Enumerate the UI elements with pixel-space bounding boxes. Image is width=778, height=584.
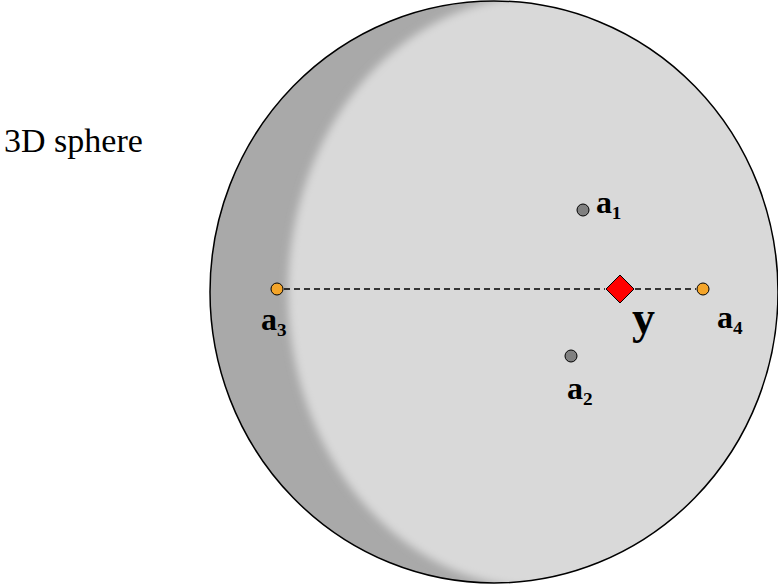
point-label: a₄ — [717, 301, 743, 333]
point-dot: a₃ — [270, 282, 284, 296]
point-label: a₁ — [596, 186, 622, 218]
point-dot: a₂ — [564, 349, 578, 363]
point-label: a₃ — [261, 303, 287, 335]
point-label: y — [632, 295, 655, 341]
point-dot: a₄ — [696, 282, 710, 296]
diamond-marker — [606, 275, 634, 303]
dot-marker — [697, 283, 709, 295]
point-label: a₂ — [567, 372, 593, 404]
dot-marker — [271, 283, 283, 295]
dashed-connector — [635, 288, 696, 289]
point-diamond: y — [605, 274, 635, 304]
point-shape — [696, 282, 710, 296]
dashed-connector — [284, 288, 605, 289]
point-shape — [564, 349, 578, 363]
dot-marker — [577, 204, 589, 216]
sphere-outline — [210, 1, 778, 583]
point-shape — [270, 282, 284, 296]
point-shape — [605, 274, 635, 304]
figure-label: 3D sphere — [4, 124, 143, 158]
point-dot: a₁ — [576, 203, 590, 217]
point-shape — [576, 203, 590, 217]
sphere-light — [288, 0, 778, 584]
dot-marker — [565, 350, 577, 362]
